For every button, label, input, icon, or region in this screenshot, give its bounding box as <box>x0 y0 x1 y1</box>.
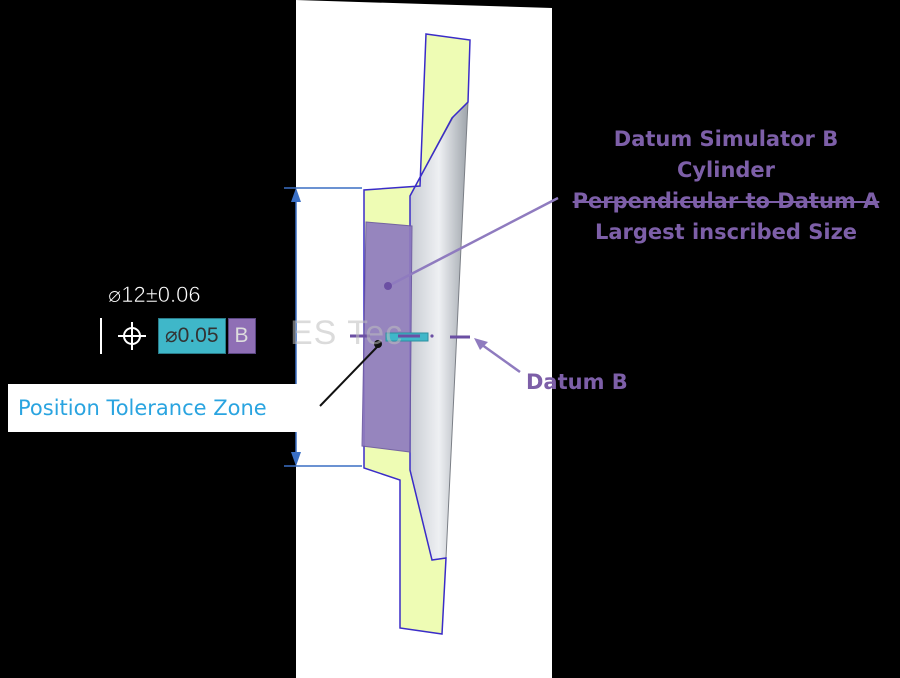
dimension-arrow-top <box>291 188 301 202</box>
zone-leader-line <box>319 345 379 407</box>
datum-b-axis-point <box>430 334 434 338</box>
fcf-datum-cell: B <box>227 318 256 354</box>
position-symbol-icon <box>114 318 150 354</box>
watermark-text: ES Tec <box>290 314 404 352</box>
callout-line-2: Cylinder <box>676 158 776 182</box>
callout-line-3: Perpendicular to Datum A <box>572 189 880 213</box>
datum-b-leader-arrow <box>474 338 488 350</box>
datum-b-leader-line <box>477 340 521 374</box>
callout-line-4: Largest inscribed Size <box>594 220 858 244</box>
position-zone-label: Position Tolerance Zone <box>18 396 267 420</box>
callout-leader-dot <box>384 282 392 290</box>
size-dimension-text: ⌀12±0.06 <box>108 282 201 308</box>
feature-control-frame: ⌀0.05 B <box>100 318 256 354</box>
zone-leader-dot <box>374 340 382 348</box>
fcf-left-border <box>100 318 102 354</box>
dimension-arrow-bottom <box>291 452 301 466</box>
datum-simulator-callout: Datum Simulator B Cylinder Perpendicular… <box>566 124 886 248</box>
callout-line-1: Datum Simulator B <box>613 127 839 151</box>
datum-b-label: Datum B <box>526 370 628 394</box>
datum-b-axis <box>350 334 470 339</box>
callout-leader-line <box>391 196 559 286</box>
fcf-tolerance-cell: ⌀0.05 <box>158 318 226 354</box>
position-zone-label-box <box>8 384 316 432</box>
